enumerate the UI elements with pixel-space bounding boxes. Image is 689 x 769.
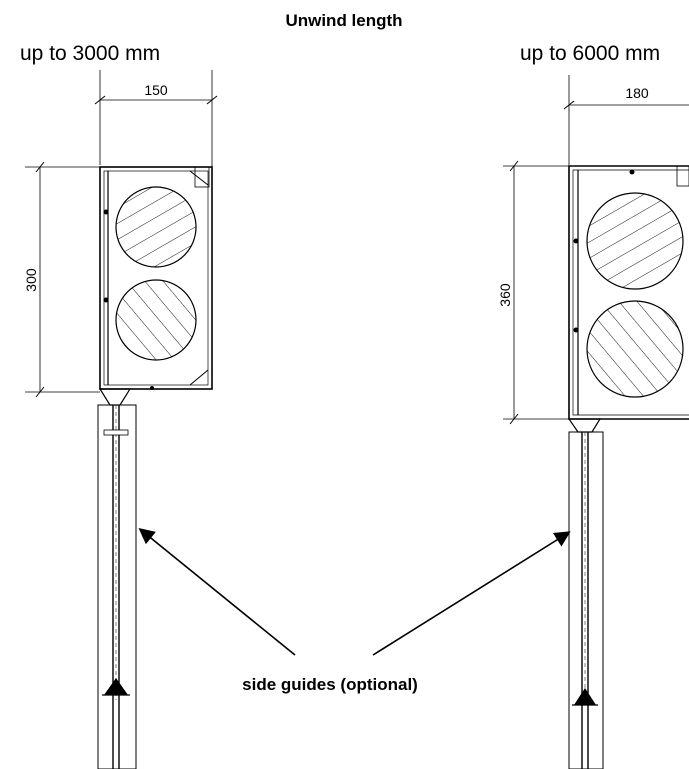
- left-roll-upper: [115, 186, 197, 268]
- right-fastener-a: [573, 238, 579, 244]
- left-height-tick-b: [35, 386, 45, 398]
- left-unit-caption: up to 3000 mm: [20, 42, 160, 65]
- left-width-tick-a: [94, 95, 106, 105]
- callout-label: side guides (optional): [242, 675, 418, 694]
- right-roll-upper: [586, 192, 684, 290]
- left-fastener-b: [103, 297, 109, 303]
- left-width-tick-b: [206, 95, 218, 105]
- left-guide-column: [97, 404, 137, 769]
- left-outlet-funnel: [98, 388, 132, 406]
- diagram-title: Unwind length: [285, 11, 402, 30]
- left-housing-inner: [103, 170, 209, 386]
- right-guide-column: [568, 431, 604, 769]
- right-roll-lower: [586, 300, 684, 398]
- left-height-tick-a: [35, 161, 45, 173]
- side-guides-callout: side guides (optional): [138, 527, 571, 694]
- right-unit-drawing: 180 360: [497, 75, 689, 769]
- right-height-tick-b: [509, 413, 519, 425]
- callout-arrow-left: [138, 527, 296, 656]
- right-height-label: 360: [497, 283, 513, 307]
- right-width-tick-a: [563, 100, 575, 110]
- left-height-label: 300: [23, 268, 39, 292]
- left-roll-lower: [115, 279, 197, 361]
- right-unit-caption: up to 6000 mm: [520, 42, 660, 65]
- right-width-label: 180: [625, 85, 649, 101]
- callout-arrow-right: [372, 531, 571, 656]
- right-fastener-b: [573, 327, 579, 333]
- left-housing: [99, 166, 213, 390]
- right-housing: [568, 165, 689, 420]
- left-buckle: [104, 678, 128, 695]
- left-strap-clamp: [103, 429, 129, 436]
- left-width-label: 150: [144, 82, 168, 98]
- left-housing-clip: [194, 166, 210, 188]
- right-height-tick-a: [509, 160, 519, 172]
- right-outlet-funnel: [567, 418, 602, 433]
- left-fastener-c: [150, 386, 154, 390]
- left-fastener-a: [103, 209, 109, 215]
- right-buckle: [574, 688, 596, 705]
- left-housing-corner-braces: [189, 170, 209, 386]
- right-housing-clip: [676, 165, 689, 187]
- right-fastener-c: [629, 169, 635, 175]
- left-unit-drawing: 150 300: [23, 70, 218, 769]
